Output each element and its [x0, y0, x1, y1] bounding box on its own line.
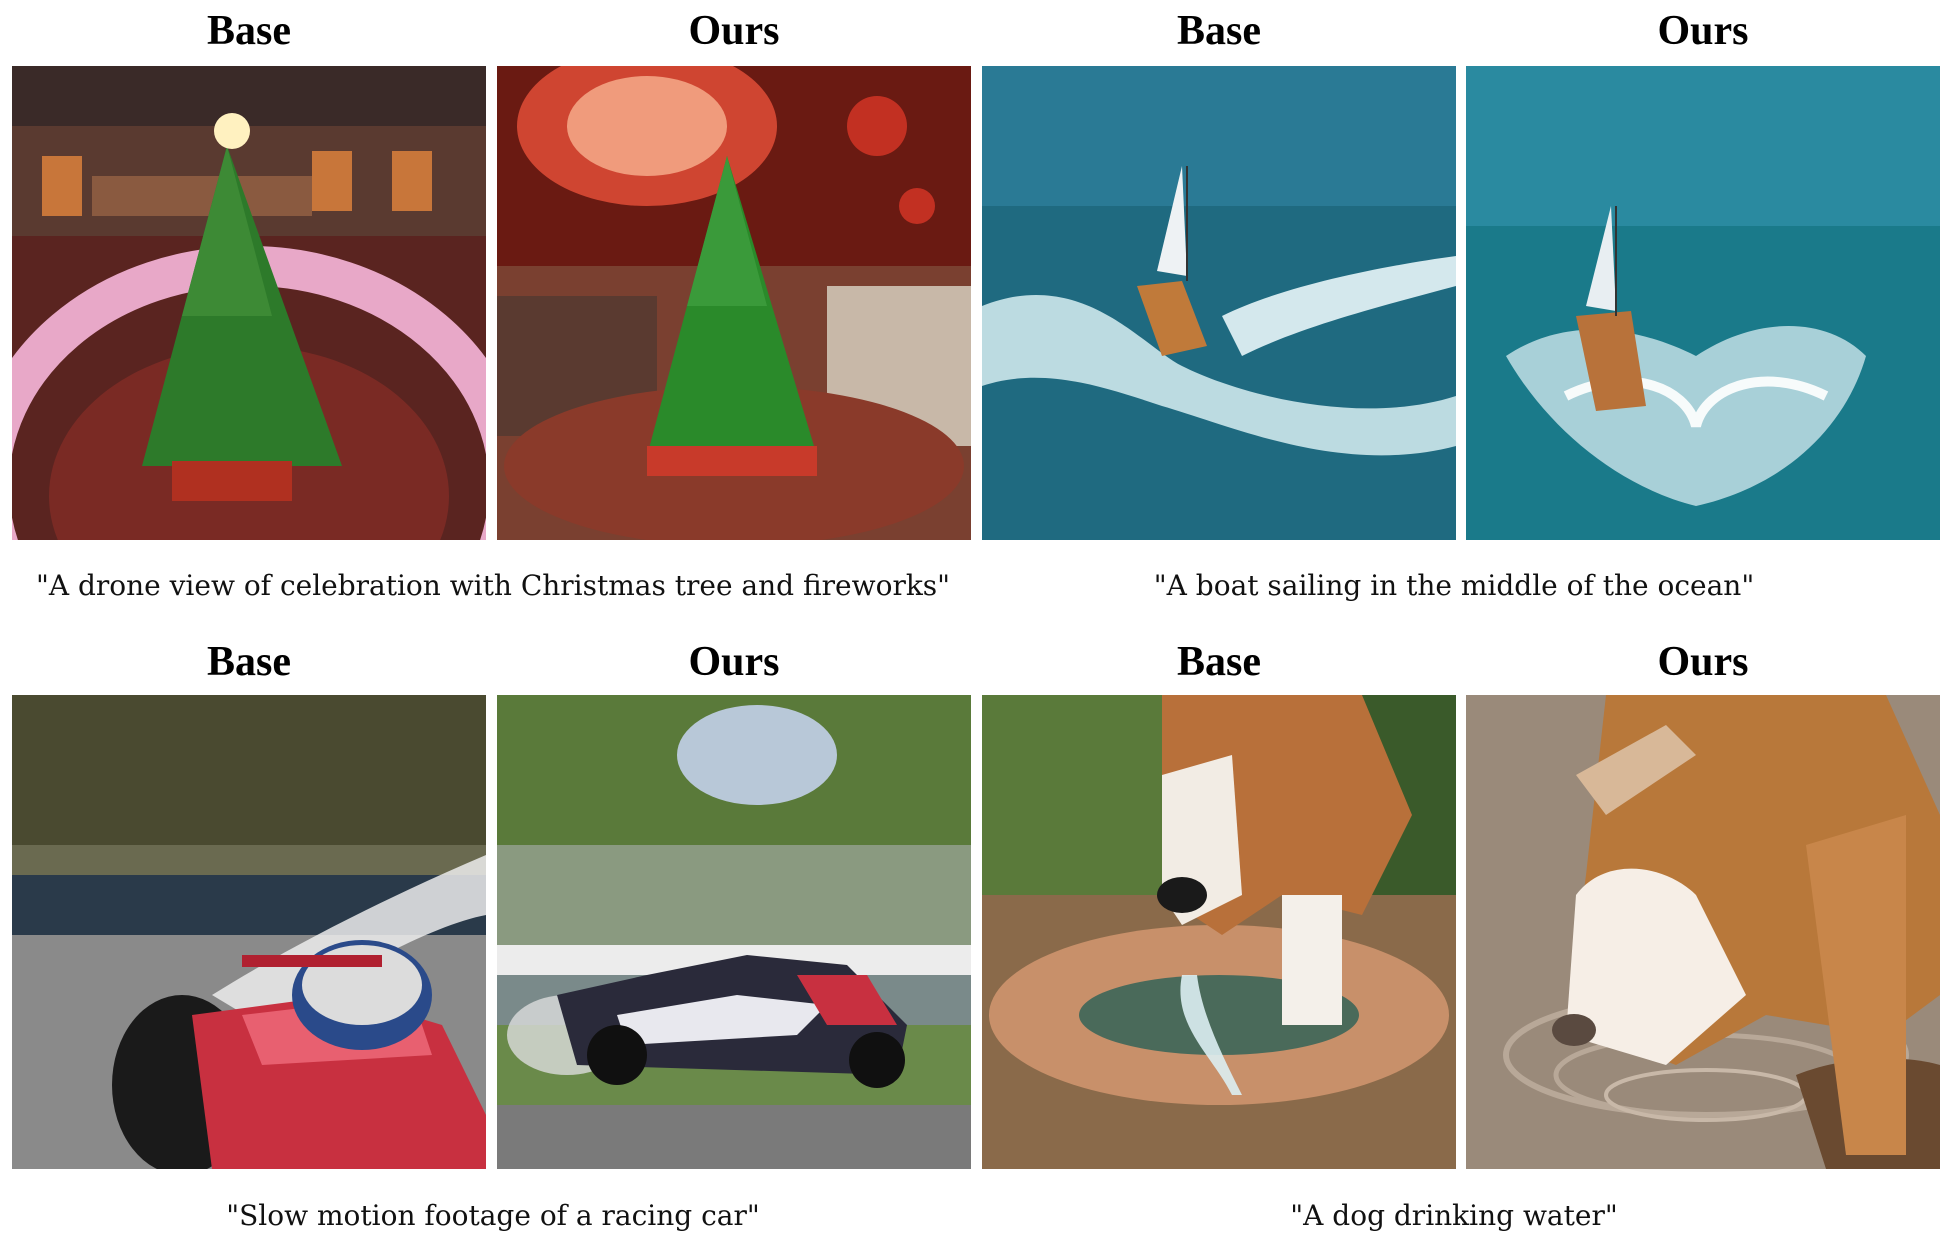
- panel4-base-label: Base: [1177, 639, 1261, 685]
- panel1-caption: "A drone view of celebration with Christ…: [35, 569, 951, 602]
- panel3-base-label: Base: [207, 639, 291, 685]
- panel1-ours-image: [497, 66, 971, 540]
- panel3-ours-image: [497, 695, 971, 1169]
- panel1-ours-label: Ours: [688, 8, 780, 54]
- panel2-ours-label: Ours: [1657, 8, 1749, 54]
- panel1-base-image: [12, 66, 486, 540]
- panel4-ours-label: Ours: [1657, 639, 1749, 685]
- panel3-base-image: [12, 695, 486, 1169]
- panel2-base-image: [982, 66, 1456, 540]
- panel4-ours-image: [1466, 695, 1940, 1169]
- panel4-caption: "A dog drinking water": [1290, 1199, 1618, 1232]
- panel4-base-image: [982, 695, 1456, 1169]
- panel2-caption: "A boat sailing in the middle of the oce…: [1153, 569, 1755, 602]
- panel1-base-label: Base: [207, 8, 291, 54]
- panel2-base-label: Base: [1177, 8, 1261, 54]
- panel2-ours-image: [1466, 66, 1940, 540]
- panel3-caption: "Slow motion footage of a racing car": [226, 1199, 760, 1232]
- panel3-ours-label: Ours: [688, 639, 780, 685]
